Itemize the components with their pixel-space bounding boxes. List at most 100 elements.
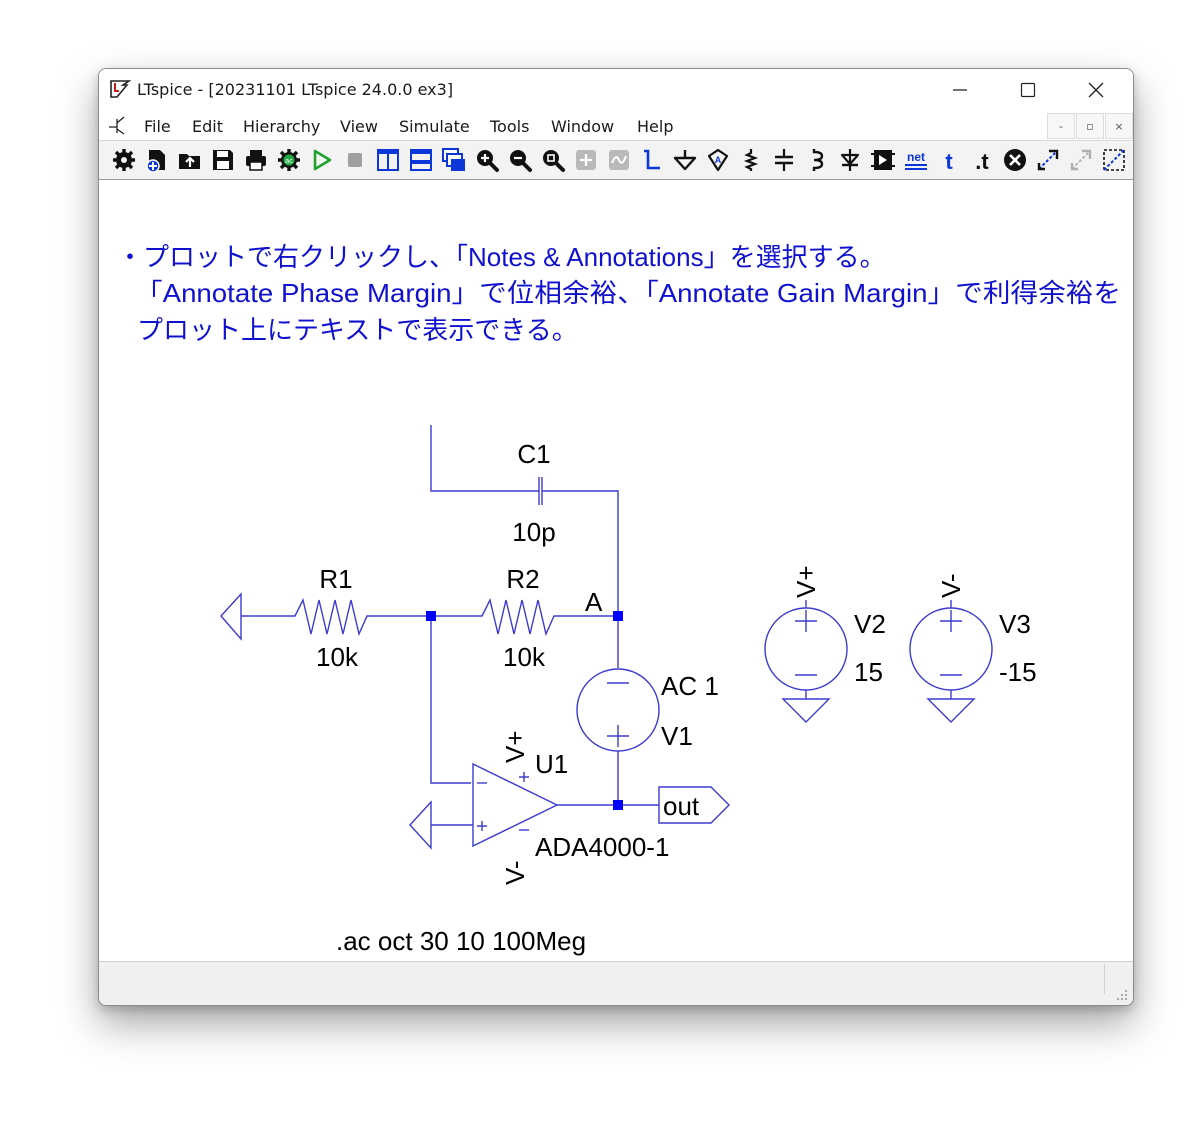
resize-grip-icon[interactable] — [1115, 988, 1129, 1002]
schematic-canvas[interactable]: ・プロットで右クリックし、「Notes & Annotations」を選択する。… — [99, 180, 1133, 961]
r2-value[interactable]: 10k — [503, 642, 546, 672]
junction-dot — [613, 800, 623, 810]
annotation-line-1[interactable]: ・プロットで右クリックし、「Notes & Annotations」を選択する。 — [117, 242, 886, 272]
wire-node-to-inverting[interactable] — [430, 616, 471, 784]
mdi-close-button[interactable]: × — [1105, 113, 1133, 139]
settings-icon[interactable] — [111, 147, 137, 173]
mdi-restore-button[interactable]: ▫ — [1076, 113, 1104, 139]
out-label-text[interactable]: out — [663, 791, 700, 821]
menu-window[interactable]: Window — [551, 117, 615, 136]
drag-icon[interactable] — [1068, 147, 1094, 173]
move-icon[interactable] — [1035, 147, 1061, 173]
capacitor-icon[interactable] — [771, 147, 797, 173]
zoom-back-icon[interactable] — [573, 147, 599, 173]
cascade-icon[interactable] — [441, 147, 467, 173]
node-a-label[interactable]: A — [585, 587, 603, 617]
r1-ground-symbol — [220, 592, 242, 641]
r1-value[interactable]: 10k — [316, 642, 359, 672]
wire-c1-left[interactable] — [430, 425, 539, 492]
u1-noninv-sign — [477, 821, 487, 831]
menu-tools[interactable]: Tools — [490, 117, 530, 136]
ground-icon[interactable] — [672, 147, 698, 173]
v3-net-label[interactable]: V- — [936, 573, 966, 598]
u1-vplus-label[interactable]: V+ — [500, 730, 530, 763]
wire-c1-right[interactable] — [542, 490, 619, 616]
schematic-doc-icon[interactable] — [107, 115, 129, 135]
svg-text:A: A — [715, 155, 722, 165]
status-bar — [99, 961, 1133, 1005]
menu-bar: File Edit Hierarchy View Simulate Tools … — [99, 111, 1133, 141]
new-schematic-icon[interactable] — [144, 147, 170, 173]
u1-opamp[interactable] — [472, 762, 559, 848]
out-label-arrow[interactable] — [658, 786, 730, 824]
title-bar[interactable]: LTspice - [20231101 LTspice 24.0.0 ex3] — [99, 69, 1133, 111]
annotation-line-2[interactable]: 「Annotate Phase Margin」で位相余裕、「Annotate G… — [135, 278, 1121, 308]
menu-hierarchy[interactable]: Hierarchy — [243, 117, 321, 136]
toolbar: ac — [99, 141, 1133, 180]
v2-value[interactable]: 15 — [854, 657, 883, 687]
v1-plus-sign — [607, 725, 629, 747]
text-icon[interactable]: t — [936, 147, 962, 173]
menu-help[interactable]: Help — [637, 117, 674, 136]
r1-resistor[interactable] — [241, 597, 431, 637]
zoom-out-icon[interactable] — [507, 147, 533, 173]
resistor-icon[interactable] — [738, 147, 764, 173]
diode-icon[interactable] — [837, 147, 863, 173]
spice-directive[interactable]: .ac oct 30 10 100Meg — [336, 926, 586, 956]
r2-resistor[interactable] — [431, 597, 618, 637]
svg-text:.t: .t — [975, 149, 989, 173]
simulate-ac-icon[interactable]: ac — [276, 147, 302, 173]
r1-name[interactable]: R1 — [319, 564, 352, 594]
mdi-minimize-button[interactable]: - — [1047, 113, 1075, 139]
u1-model[interactable]: ADA4000-1 — [535, 832, 669, 862]
maximize-button[interactable] — [993, 69, 1063, 111]
minimize-icon — [953, 89, 967, 91]
schematic-drawing: ・プロットで右クリックし、「Notes & Annotations」を選択する。… — [117, 242, 1121, 956]
c1-value[interactable]: 10p — [512, 517, 555, 547]
v3-plus-sign — [940, 610, 962, 632]
halt-icon[interactable] — [342, 147, 368, 173]
u1-vminus-label[interactable]: V- — [500, 860, 530, 885]
v3-name[interactable]: V3 — [999, 609, 1031, 639]
u1-vplus-sign — [519, 772, 529, 782]
svg-text:t: t — [945, 149, 953, 173]
u1-name[interactable]: U1 — [535, 749, 568, 779]
menu-file[interactable]: File — [144, 117, 171, 136]
draw-wire-icon[interactable] — [639, 147, 665, 173]
v3-value[interactable]: -15 — [999, 657, 1037, 687]
menu-edit[interactable]: Edit — [192, 117, 223, 136]
inductor-icon[interactable] — [804, 147, 830, 173]
spice-netlist-icon[interactable]: net — [903, 147, 929, 173]
junction-dot — [613, 611, 623, 621]
print-icon[interactable] — [243, 147, 269, 173]
menu-view[interactable]: View — [340, 117, 378, 136]
v1-name[interactable]: V1 — [661, 721, 693, 751]
delete-icon[interactable] — [1002, 147, 1028, 173]
close-button[interactable] — [1061, 69, 1131, 111]
open-icon[interactable] — [177, 147, 203, 173]
tile-horizontal-icon[interactable] — [408, 147, 434, 173]
maximize-icon — [1020, 82, 1036, 98]
r2-name[interactable]: R2 — [506, 564, 539, 594]
run-icon[interactable] — [309, 147, 335, 173]
label-net-icon[interactable]: A — [705, 147, 731, 173]
minimize-button[interactable] — [925, 69, 995, 111]
v2-name[interactable]: V2 — [854, 609, 886, 639]
zoom-in-icon[interactable] — [474, 147, 500, 173]
autorange-icon[interactable] — [606, 147, 632, 173]
menu-simulate[interactable]: Simulate — [399, 117, 470, 136]
v2-ground-symbol — [781, 698, 831, 723]
annotation-line-3[interactable]: プロット上にテキストで表示できる。 — [137, 315, 578, 345]
save-icon[interactable] — [210, 147, 236, 173]
spice-directive-icon[interactable]: .t — [969, 147, 995, 173]
zoom-fit-icon[interactable] — [540, 147, 566, 173]
c1-name[interactable]: C1 — [517, 439, 550, 469]
v2-net-label[interactable]: V+ — [791, 565, 821, 598]
tile-vertical-icon[interactable] — [375, 147, 401, 173]
component-icon[interactable] — [870, 147, 896, 173]
ltspice-window: LTspice - [20231101 LTspice 24.0.0 ex3] … — [98, 68, 1134, 1006]
svg-text:ac: ac — [285, 158, 293, 165]
v1-value[interactable]: AC 1 — [661, 671, 719, 701]
rotate-icon[interactable] — [1101, 147, 1127, 173]
v3-ground-symbol — [926, 698, 976, 723]
